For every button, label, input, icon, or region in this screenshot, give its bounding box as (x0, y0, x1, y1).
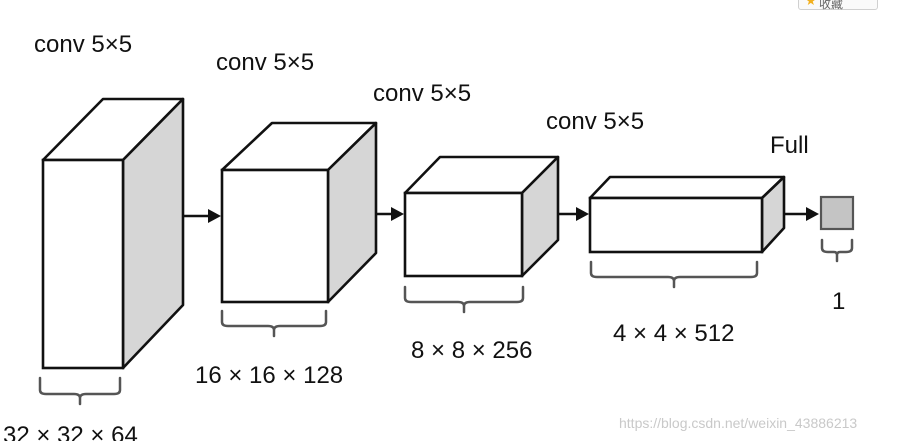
layer-2-op-label: conv 5×5 (216, 49, 314, 76)
layer-3-op-label: conv 5×5 (373, 80, 471, 107)
layer-3-dims-label: 8 × 8 × 256 (411, 337, 532, 364)
arrow-3 (558, 207, 589, 221)
layer-5-op-label: Full (770, 132, 809, 159)
layer-block-2-front (220, 168, 330, 304)
output-node-box (819, 195, 855, 231)
brace-1 (38, 376, 122, 406)
layer-block-2 (220, 121, 378, 304)
brace-3 (403, 285, 525, 314)
layer-block-1 (41, 97, 185, 370)
brace-5 (820, 238, 854, 263)
layer-5-dims-label: 1 (832, 288, 845, 315)
arrow-2 (376, 207, 404, 221)
layer-block-1-front (41, 158, 125, 370)
layer-block-4 (588, 175, 786, 254)
layer-block-3-front (403, 191, 524, 278)
favorite-badge-label: 收藏 (819, 0, 844, 11)
layer-1-dims-label: 32 × 32 × 64 (3, 422, 138, 441)
layer-1-op-label: conv 5×5 (34, 31, 132, 58)
arrow-4 (784, 207, 819, 221)
star-icon: ★ (805, 0, 817, 8)
layer-block-3 (403, 155, 560, 278)
arrow-1 (183, 209, 221, 223)
layer-block-4-top (588, 175, 786, 200)
brace-2 (220, 309, 328, 338)
layer-4-dims-label: 4 × 4 × 512 (613, 320, 734, 347)
brace-4 (589, 260, 759, 289)
watermark-text: https://blog.csdn.net/weixin_43886213 (619, 415, 857, 431)
layer-block-4-front (588, 196, 764, 254)
output-node (819, 195, 855, 231)
layer-2-dims-label: 16 × 16 × 128 (195, 362, 343, 389)
layer-4-op-label: conv 5×5 (546, 108, 644, 135)
favorite-badge[interactable]: ★ 收藏 (798, 0, 878, 11)
